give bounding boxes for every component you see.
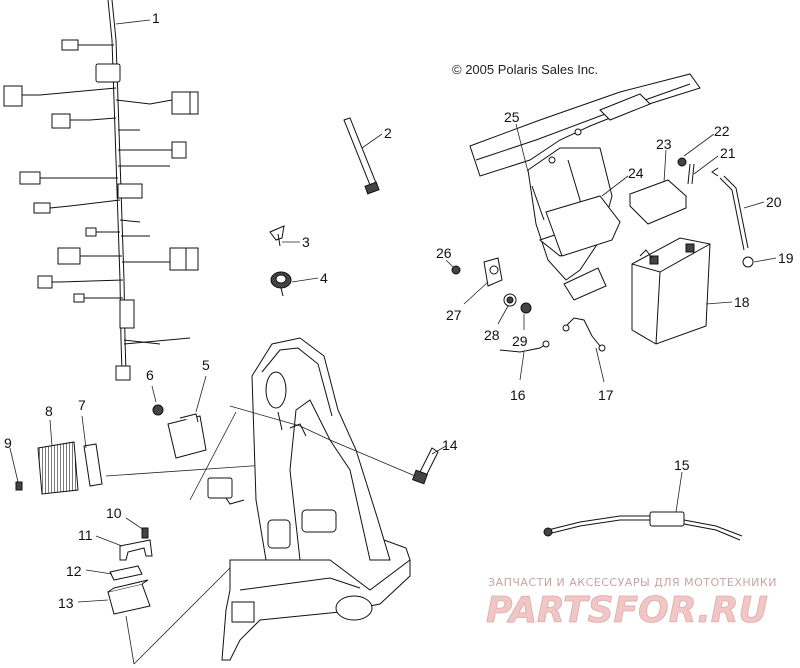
part-3-clip: [269, 225, 285, 247]
callout-3: 3: [302, 234, 310, 250]
callout-7: 7: [78, 397, 86, 413]
callout-5: 5: [202, 357, 210, 373]
callout-18: 18: [734, 294, 750, 310]
callout-2: 2: [384, 125, 392, 141]
part-4-grommet: [270, 271, 292, 297]
leader-lines: [9, 19, 777, 603]
callout-26: 26: [436, 245, 452, 261]
callout-4: 4: [320, 270, 328, 286]
part-18-battery: [631, 237, 711, 345]
callout-1: 1: [152, 10, 160, 26]
part-11-bracket: [119, 539, 153, 561]
callout-8: 8: [45, 403, 53, 419]
callout-15: 15: [674, 457, 690, 473]
part-6-nut: [152, 404, 164, 416]
part-16-cable: [499, 340, 550, 353]
part-24-battery-tray: [545, 195, 621, 257]
watermark-tagline: ЗАПЧАСТИ И АКСЕССУАРЫ ДЛЯ МОТОТЕХНИКИ: [488, 576, 777, 589]
callout-27: 27: [446, 307, 462, 323]
callout-22: 22: [714, 123, 730, 139]
part-20-cable: [711, 167, 749, 251]
wiring-harness: [3, 0, 199, 381]
callout-25: 25: [504, 109, 520, 125]
watermark: ЗАПЧАСТИ И АКСЕССУАРЫ ДЛЯ МОТОТЕХНИКИ PA…: [486, 576, 777, 631]
watermark-logo: PARTSFOR.RU: [486, 590, 768, 631]
callout-labels: 1 2 3 4 5 6 7 8 9 10 11 12 13 14 15 16 1…: [4, 10, 794, 611]
callout-20: 20: [766, 194, 782, 210]
part-8-pad: [37, 441, 79, 495]
part-7-bracket: [83, 443, 103, 487]
callout-6: 6: [146, 367, 154, 383]
part-15-cable: [543, 511, 743, 541]
callout-24: 24: [628, 165, 644, 181]
callout-16: 16: [510, 387, 526, 403]
callout-14: 14: [442, 437, 458, 453]
part-10-screw: [141, 527, 149, 539]
part-9-screw: [15, 481, 23, 491]
callout-28: 28: [484, 327, 500, 343]
part-17-cable: [562, 317, 606, 352]
callout-10: 10: [106, 505, 122, 521]
callout-29: 29: [512, 333, 528, 349]
part-28-nut: [503, 293, 517, 307]
part-12-pad: [109, 565, 143, 581]
callout-12: 12: [66, 563, 82, 579]
part-29-nut: [520, 302, 532, 314]
callout-17: 17: [598, 387, 614, 403]
part-22-washer: [677, 157, 687, 167]
part-5-relay: [167, 413, 207, 459]
part-14-bolt: [412, 447, 439, 485]
part-2-rod: [343, 117, 380, 195]
callout-13: 13: [58, 595, 74, 611]
part-23-pad: [629, 179, 687, 225]
vehicle-frame: [207, 337, 421, 661]
part-19-ring-terminal: [742, 256, 754, 268]
part-13-module: [107, 579, 151, 615]
part-21-bolt: [687, 163, 695, 185]
copyright-text: © 2005 Polaris Sales Inc.: [452, 62, 598, 77]
part-27-solenoid: [483, 257, 503, 287]
callout-11: 11: [78, 527, 93, 543]
callout-23: 23: [656, 136, 672, 152]
callout-9: 9: [4, 435, 12, 451]
callout-19: 19: [778, 250, 794, 266]
callout-21: 21: [720, 145, 736, 161]
